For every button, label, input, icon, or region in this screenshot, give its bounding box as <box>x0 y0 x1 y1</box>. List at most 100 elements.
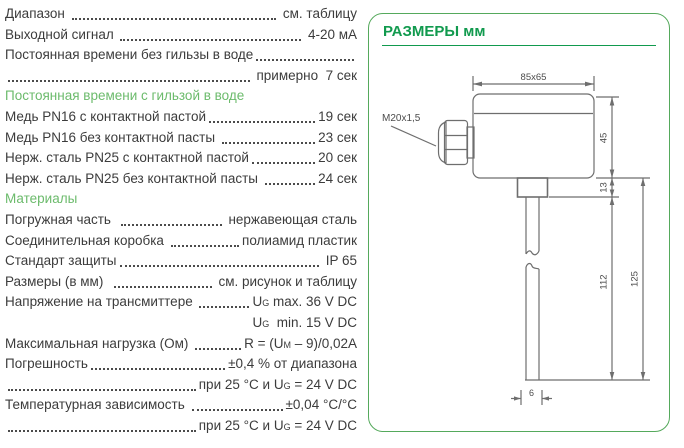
spec-text: min. 15 V DC <box>269 314 357 330</box>
spec-text: Температурная зависимость <box>5 397 189 413</box>
spec-text: U <box>252 314 263 330</box>
spec-row: Нерж. сталь PN25 с контактной пастой 20 с… <box>5 148 357 169</box>
cable-gland <box>437 119 475 166</box>
dot-leader <box>121 224 222 227</box>
dot-leader <box>264 182 316 185</box>
dot-leader <box>8 429 196 432</box>
top-width-label: 85x65 <box>521 72 547 83</box>
spec-text: – 9)/0,02A <box>290 335 357 351</box>
spec-text: Выходной сигнал <box>5 26 118 42</box>
subscript: G <box>283 421 291 432</box>
dot-leader <box>195 347 242 350</box>
spec-text: Постоянная времени без гильзы в воде <box>5 47 254 63</box>
spec-text: Постоянная времени с гильзой в воде <box>5 88 245 104</box>
dot-leader <box>199 306 250 309</box>
dimension-45: 45 <box>599 97 615 178</box>
spec-row: Соединительная коробка полиамид пластик <box>5 231 357 252</box>
spec-text: IP 65 <box>321 253 357 269</box>
subscript: M <box>283 339 291 350</box>
subscript: G <box>262 318 270 329</box>
subscript: G <box>262 298 270 309</box>
spec-text: полиамид пластик <box>242 232 357 248</box>
dot-leader <box>256 59 354 62</box>
spec-text: Медь PN16 без контактной пасты <box>5 129 219 145</box>
spec-text: 24 сек <box>318 170 357 186</box>
spec-row: Размеры (в мм) см. рисунок и таблицу <box>5 272 357 293</box>
spec-text: R = (U <box>244 335 284 351</box>
dot-leader <box>221 141 316 144</box>
probe-diameter-label: 6 <box>529 388 534 398</box>
spec-row: Погружная часть нержавеющая сталь <box>5 210 357 231</box>
neck <box>516 177 549 198</box>
spec-text: Напряжение на трансмиттере <box>5 294 197 310</box>
spec-text: Соединительная коробка <box>5 232 168 248</box>
panel-title: РАЗМЕРЫ мм <box>383 23 486 40</box>
spec-text: ±0,04 °C/°C <box>285 397 357 413</box>
dot-leader <box>8 79 250 82</box>
thread-label: M20x1,5 <box>382 113 421 124</box>
spec-text: при 25 °C и U <box>198 417 284 433</box>
spec-text: max. 36 V DC <box>269 294 357 310</box>
thread-dimension: M20x1,5 <box>382 113 437 147</box>
dimension-85x65: 85x65 <box>472 72 595 91</box>
dimension-13: 13 <box>599 178 615 197</box>
dot-leader <box>119 265 319 268</box>
spec-text: 19 сек <box>318 108 357 124</box>
spec-row: Диапазон см. таблицу <box>5 4 357 25</box>
subscript: G <box>283 380 291 391</box>
box-height-label: 45 <box>599 133 610 144</box>
spec-text: Материалы <box>5 191 78 207</box>
spec-text: Стандарт защиты <box>5 253 117 269</box>
dot-leader <box>170 244 240 247</box>
extension-lines <box>525 96 650 381</box>
spec-row: Стандарт защиты IP 65 <box>5 251 357 272</box>
spec-text: Погружная часть <box>5 211 119 227</box>
spec-text: U <box>252 294 263 310</box>
dot-leader <box>251 162 316 165</box>
spec-section-header: Материалы <box>5 189 357 210</box>
spec-text: 23 сек <box>318 129 357 145</box>
spec-row: Нерж. сталь PN25 без контактной пасты 24… <box>5 169 357 190</box>
spec-text: = 24 V DC <box>290 417 357 433</box>
spec-text: Медь PN16 с контактной пастой <box>5 108 206 124</box>
spec-text: Нерж. сталь PN25 с контактной пастой <box>5 150 249 166</box>
dimension-125: 125 <box>630 178 646 380</box>
dot-leader <box>71 18 277 21</box>
spec-text: при 25 °C и U <box>198 376 284 392</box>
spec-text: нержавеющая сталь <box>224 211 357 227</box>
spec-row: Температурная зависимость ±0,04 °C/°C <box>5 395 357 416</box>
junction-box <box>472 93 595 179</box>
dot-leader <box>191 409 283 412</box>
dimension-6: 6 <box>511 388 552 405</box>
dimensions-panel: РАЗМЕРЫ мм M20x1,5 <box>368 13 670 432</box>
spec-text: Нерж. сталь PN25 без контактной пасты <box>5 170 262 186</box>
spec-text: Погрешность <box>5 356 88 372</box>
spec-row: Постоянная времени без гильзы в воде <box>5 45 357 66</box>
spec-text: примерно 7 сек <box>252 67 357 83</box>
spec-row: Погрешность±0,4 % от диапазона <box>5 354 357 375</box>
probe-length-label: 112 <box>599 274 610 289</box>
spec-text: Размеры (в мм) <box>5 273 111 289</box>
spec-text: см. таблицу <box>279 6 357 21</box>
spec-row: Медь PN16 с контактной пастой 19 сек <box>5 107 357 128</box>
spec-text: 20 сек <box>318 150 357 166</box>
spec-row: Медь PN16 без контактной пасты 23 сек <box>5 128 357 149</box>
spec-text: Максимальная нагрузка (Ом) <box>5 335 193 351</box>
dot-leader <box>8 388 196 391</box>
spec-text: см. рисунок и таблицу <box>214 273 357 289</box>
dot-leader <box>120 38 302 41</box>
dimension-112: 112 <box>599 197 615 380</box>
dot-leader <box>90 368 226 371</box>
spec-text: Диапазон <box>5 6 69 21</box>
total-length-label: 125 <box>630 271 641 287</box>
spec-row: примерно 7 сек <box>5 66 357 87</box>
probe-tube <box>525 197 540 380</box>
dot-leader <box>113 285 212 288</box>
dot-leader <box>209 121 316 124</box>
